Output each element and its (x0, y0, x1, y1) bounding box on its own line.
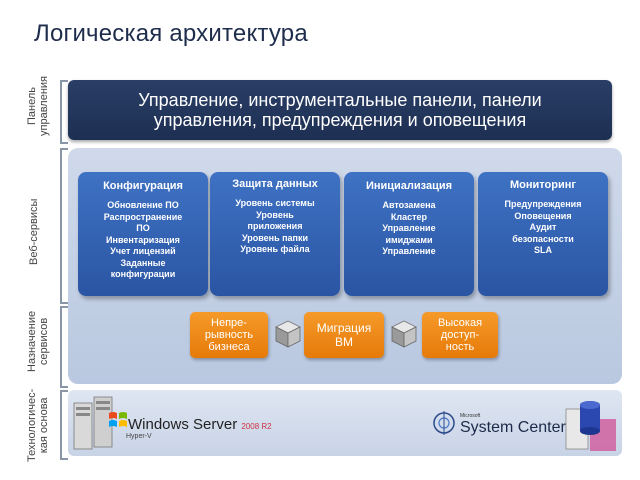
page-title: Логическая архитектура (34, 20, 308, 47)
service-line: Миграция (316, 321, 372, 335)
card-provisioning-title: Инициализация (365, 180, 453, 192)
windows-server-logo: Windows Server 2008 R2 (128, 416, 272, 433)
windows-server-name: Windows Server (128, 416, 238, 433)
card-provisioning-items: Автозамена Кластер Управление имиджами У… (344, 200, 474, 258)
side-label-purpose: Назначение сервисов (26, 311, 50, 372)
service-line: доступ- (440, 329, 480, 341)
card-item: ПО (136, 223, 150, 233)
card-item: конфигурации (110, 269, 176, 279)
side-label-panel-l2: управления (38, 76, 50, 136)
side-label-web-text: Веб-сервисы (28, 198, 40, 265)
microsoft-label: Microsoft (460, 413, 481, 419)
side-label-panel-l1: Панель (26, 87, 38, 126)
card-monitoring-title: Мониторинг (510, 179, 576, 191)
card-configuration-title: Конфигурация (103, 180, 183, 192)
card-item: Распространение (103, 211, 183, 222)
side-label-purpose-l2: сервисов (38, 317, 50, 366)
service-line: ность (445, 341, 475, 353)
service-line: бизнеса (208, 341, 250, 353)
service-line: Высокая (437, 317, 483, 329)
management-line-1: Управление, инструментальные панели, пан… (138, 90, 542, 110)
card-configuration-items: Обновление ПО Распространение ПО Инвента… (78, 200, 208, 281)
bracket-panel (60, 80, 68, 144)
side-label-panel: Панель управления (26, 76, 50, 136)
card-item: Оповещения (514, 210, 572, 221)
system-center-logo: System Center (460, 419, 566, 436)
service-line: Непре- (211, 317, 247, 329)
card-item: Кластер (390, 211, 428, 222)
service-vm-migration: Миграция ВМ (304, 312, 384, 358)
card-item: приложения (247, 221, 303, 231)
card-item: Автозамена (382, 200, 436, 210)
card-item: Инвентаризация (106, 234, 180, 245)
bracket-purpose (60, 306, 68, 388)
card-data-protection-items: Уровень системы Уровень приложения Урове… (210, 198, 340, 256)
side-label-tech: Технологичес- кая основа (26, 389, 50, 462)
card-item: Управление (382, 223, 436, 233)
card-item: Аудит (529, 222, 557, 232)
service-line: рывность (204, 329, 254, 341)
card-item: Заданные (120, 257, 166, 268)
side-label-purpose-l1: Назначение (26, 310, 38, 372)
card-item: Управление (382, 246, 436, 256)
windows-logo-icon (109, 412, 127, 427)
card-monitoring: Мониторинг Предупреждения Оповещения Ауд… (478, 172, 608, 296)
side-label-tech-l2: кая основа (38, 397, 50, 454)
bracket-tech (60, 390, 68, 460)
card-configuration: Конфигурация Обновление ПО Распространен… (78, 172, 208, 296)
card-data-protection-title: Защита данных (232, 178, 318, 190)
card-item: SLA (534, 245, 552, 255)
card-item: Обновление ПО (107, 200, 179, 210)
management-bar: Управление, инструментальные панели, пан… (68, 80, 612, 140)
card-provisioning: Инициализация Автозамена Кластер Управле… (344, 172, 474, 296)
card-item: безопасности (512, 233, 574, 244)
bracket-web (60, 148, 68, 304)
service-high-availability: Высокая доступ- ность (422, 312, 498, 358)
card-item: Уровень папки (241, 232, 309, 243)
service-line: ВМ (335, 335, 353, 349)
card-item: Уровень файла (240, 244, 310, 254)
card-data-protection: Защита данных Уровень системы Уровень пр… (210, 172, 340, 296)
card-item: Учет лицензий (110, 246, 176, 256)
servers-icon (73, 396, 113, 450)
hyperv-label: Hyper-V (126, 433, 152, 440)
card-monitoring-items: Предупреждения Оповещения Аудит безопасн… (478, 199, 608, 257)
card-item: Предупреждения (504, 199, 582, 209)
card-item: Уровень системы (235, 198, 315, 208)
card-item: имиджами (385, 234, 433, 245)
card-item: Уровень (256, 209, 294, 220)
windows-server-version: 2008 R2 (241, 422, 272, 431)
service-business-continuity: Непре- рывность бизнеса (190, 312, 268, 358)
database-icon (565, 401, 616, 451)
side-label-tech-l1: Технологичес- (26, 388, 38, 462)
system-center-emblem-icon (433, 411, 455, 435)
cube-icon (391, 320, 417, 348)
management-line-2: управления, предупреждения и оповещения (153, 110, 527, 130)
cube-icon (275, 320, 301, 348)
side-label-web: Веб-сервисы (28, 199, 40, 265)
infrastructure-panel (68, 390, 622, 456)
